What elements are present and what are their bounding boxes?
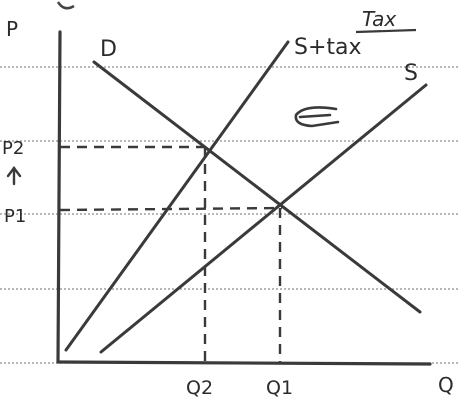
stray-pen-mark — [56, 1, 75, 10]
quantity-1-label: Q1 — [266, 377, 293, 399]
notebook-lines — [0, 66, 459, 364]
tax-title: Tax — [362, 7, 396, 31]
p1-guide-line — [59, 206, 283, 212]
left-shift-arrow-icon — [294, 106, 340, 128]
supply-label: S — [404, 61, 418, 86]
price-1-label: P1 — [4, 206, 26, 227]
quantity-2-label: Q2 — [186, 377, 213, 399]
supply-plus-tax-curve — [64, 40, 290, 352]
demand-curve — [92, 60, 422, 314]
demand-label: D — [100, 37, 117, 62]
supply-curve — [99, 83, 428, 354]
x-axis-label: Q — [438, 373, 454, 397]
x-axis — [56, 360, 432, 366]
up-arrow-icon — [6, 166, 22, 186]
supply-tax-label: S+tax — [294, 35, 362, 60]
y-axis — [56, 30, 62, 364]
tax-title-underline — [355, 28, 417, 34]
y-axis-label: P — [6, 17, 18, 41]
price-2-label: P2 — [2, 138, 24, 159]
